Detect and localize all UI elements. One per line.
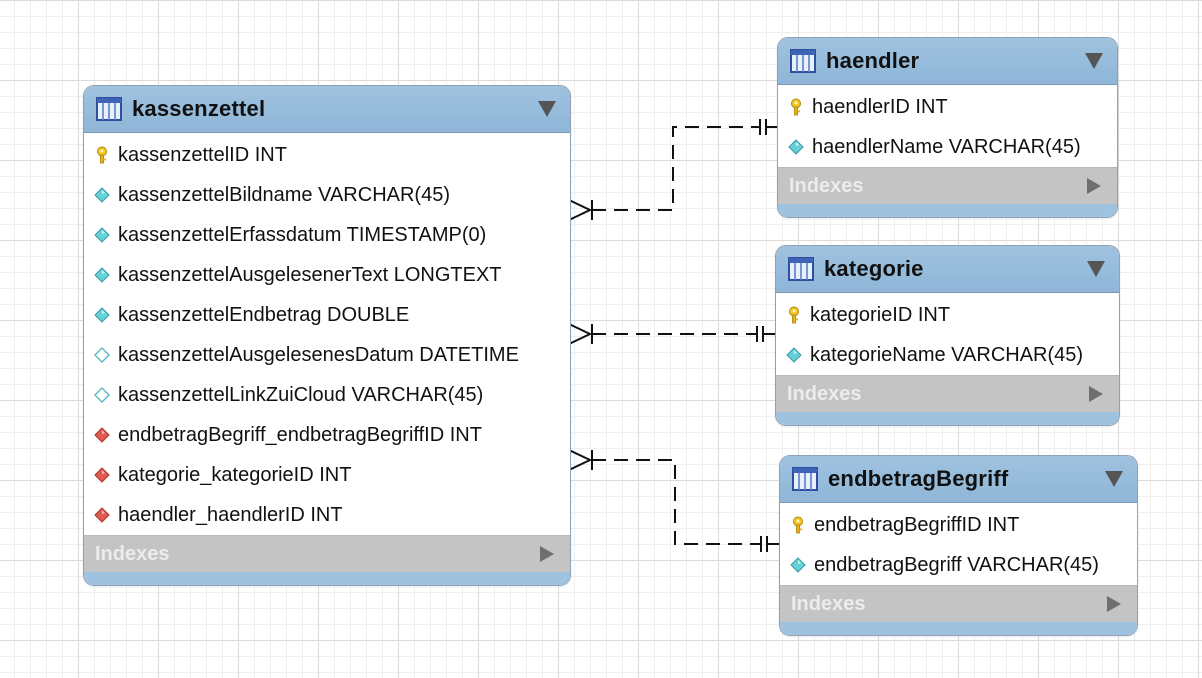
column-row[interactable]: haendler_haendlerID INT <box>84 495 570 535</box>
column-row[interactable]: kassenzettelEndbetrag DOUBLE <box>84 295 570 335</box>
column-icon <box>787 138 805 156</box>
collapse-caret-icon[interactable] <box>538 101 556 117</box>
entity-header[interactable]: endbetragBegriff <box>780 456 1137 503</box>
column-label: kassenzettelEndbetrag DOUBLE <box>118 303 410 326</box>
entity-haendler[interactable]: haendler haendlerID INT haendlerName VARC… <box>777 37 1118 218</box>
entity-header[interactable]: kassenzettel <box>84 86 570 133</box>
entity-footer <box>778 204 1117 217</box>
expand-arrow-icon[interactable] <box>540 546 554 562</box>
primary-key-icon <box>787 98 805 116</box>
column-label: kassenzettelAusgelesenerText LONGTEXT <box>118 263 502 286</box>
primary-key-icon <box>785 306 803 324</box>
table-icon <box>788 257 814 281</box>
entity-footer <box>84 572 570 585</box>
entity-title: endbetragBegriff <box>828 466 1009 491</box>
primary-key-icon <box>789 516 807 534</box>
collapse-caret-icon[interactable] <box>1105 471 1123 487</box>
collapse-caret-icon[interactable] <box>1087 261 1105 277</box>
column-label: kassenzettelID INT <box>118 143 287 166</box>
column-row[interactable]: endbetragBegriffID INT <box>780 505 1137 545</box>
column-list: kassenzettelID INT kassenzettelBildname V… <box>84 133 570 535</box>
entity-footer <box>780 622 1137 635</box>
entity-header[interactable]: kategorie <box>776 246 1119 293</box>
entity-title: haendler <box>826 48 920 73</box>
column-list: kategorieID INT kategorieName VARCHAR(45) <box>776 293 1119 375</box>
column-icon <box>789 556 807 574</box>
column-label: endbetragBegriffID INT <box>814 513 1020 536</box>
column-icon <box>93 186 111 204</box>
column-label: haendler_haendlerID INT <box>118 503 343 526</box>
entity-footer <box>776 412 1119 425</box>
column-row[interactable]: haendlerID INT <box>778 87 1117 127</box>
indexes-label: Indexes <box>787 382 862 405</box>
column-icon <box>785 346 803 364</box>
column-label: kassenzettelLinkZuiCloud VARCHAR(45) <box>118 383 484 406</box>
column-label: kassenzettelAusgelesenesDatum DATETIME <box>118 343 519 366</box>
expand-arrow-icon[interactable] <box>1089 386 1103 402</box>
column-row[interactable]: kassenzettelLinkZuiCloud VARCHAR(45) <box>84 375 570 415</box>
column-row[interactable]: kategorieID INT <box>776 295 1119 335</box>
column-list: haendlerID INT haendlerName VARCHAR(45) <box>778 85 1117 167</box>
column-label: kassenzettelBildname VARCHAR(45) <box>118 183 450 206</box>
indexes-section[interactable]: Indexes <box>84 535 570 572</box>
relationship-haendler[interactable] <box>568 119 778 221</box>
nullable-column-icon <box>93 386 111 404</box>
column-icon <box>93 226 111 244</box>
indexes-section[interactable]: Indexes <box>776 375 1119 412</box>
indexes-label: Indexes <box>789 174 864 197</box>
column-label: haendlerID INT <box>812 95 948 118</box>
column-row[interactable]: kategorieName VARCHAR(45) <box>776 335 1119 375</box>
expand-arrow-icon[interactable] <box>1107 596 1121 612</box>
table-icon <box>792 467 818 491</box>
primary-key-icon <box>93 146 111 164</box>
column-row[interactable]: kassenzettelID INT <box>84 135 570 175</box>
column-row[interactable]: kassenzettelBildname VARCHAR(45) <box>84 175 570 215</box>
column-row[interactable]: kassenzettelAusgelesenerText LONGTEXT <box>84 255 570 295</box>
column-row[interactable]: kassenzettelErfassdatum TIMESTAMP(0) <box>84 215 570 255</box>
column-label: kassenzettelErfassdatum TIMESTAMP(0) <box>118 223 487 246</box>
foreign-key-icon <box>93 426 111 444</box>
relationship-endbetragBegriff[interactable] <box>568 449 780 552</box>
entity-kategorie[interactable]: kategorie kategorieID INT kategorieName V… <box>775 245 1120 426</box>
relationship-kategorie[interactable] <box>568 323 776 345</box>
entity-header[interactable]: haendler <box>778 38 1117 85</box>
table-icon <box>96 97 122 121</box>
entity-title: kassenzettel <box>132 96 266 121</box>
indexes-section[interactable]: Indexes <box>778 167 1117 204</box>
column-row[interactable]: haendlerName VARCHAR(45) <box>778 127 1117 167</box>
column-row[interactable]: endbetragBegriff VARCHAR(45) <box>780 545 1137 585</box>
indexes-label: Indexes <box>791 592 866 615</box>
column-label: haendlerName VARCHAR(45) <box>812 135 1081 158</box>
column-row[interactable]: kassenzettelAusgelesenesDatum DATETIME <box>84 335 570 375</box>
expand-arrow-icon[interactable] <box>1087 178 1101 194</box>
column-row[interactable]: kategorie_kategorieID INT <box>84 455 570 495</box>
column-icon <box>93 266 111 284</box>
indexes-section[interactable]: Indexes <box>780 585 1137 622</box>
column-label: endbetragBegriff VARCHAR(45) <box>814 553 1099 576</box>
entity-title: kategorie <box>824 256 924 281</box>
column-label: kategorieID INT <box>810 303 951 326</box>
indexes-label: Indexes <box>95 542 170 565</box>
nullable-column-icon <box>93 346 111 364</box>
foreign-key-icon <box>93 506 111 524</box>
column-label: kategorie_kategorieID INT <box>118 463 352 486</box>
column-label: endbetragBegriff_endbetragBegriffID INT <box>118 423 482 446</box>
column-list: endbetragBegriffID INT endbetragBegriff V… <box>780 503 1137 585</box>
column-icon <box>93 306 111 324</box>
collapse-caret-icon[interactable] <box>1085 53 1103 69</box>
column-row[interactable]: endbetragBegriff_endbetragBegriffID INT <box>84 415 570 455</box>
column-label: kategorieName VARCHAR(45) <box>810 343 1084 366</box>
table-icon <box>790 49 816 73</box>
foreign-key-icon <box>93 466 111 484</box>
